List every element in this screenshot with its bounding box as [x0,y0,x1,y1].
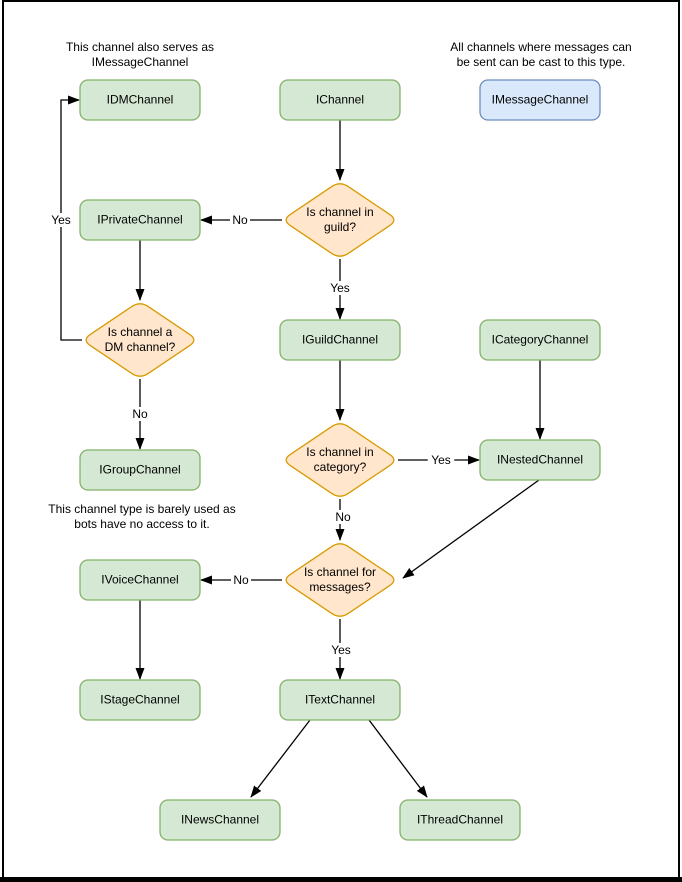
edge-decision-messages--ITextChannel: Yes [327,619,355,680]
node-INestedChannel: INestedChannel [479,439,601,481]
edge-line [368,719,428,798]
node-IThreadChannel: IThreadChannel [399,799,521,841]
node-shape [79,559,201,601]
edge-label: Yes [330,281,350,295]
node-label: IVoiceChannel [101,573,178,587]
edge-line [402,479,540,579]
node-shape [285,423,395,497]
node-label: IGroupChannel [99,463,180,477]
node-ITextChannel: ITextChannel [279,679,401,721]
edge-decision-category--INestedChannel: Yes [398,453,480,467]
node-IPrivateChannel: IPrivateChannel [79,199,201,241]
node-label: IChannel [316,93,364,107]
node-IStageChannel: IStageChannel [79,679,201,721]
node-shape [279,679,401,721]
node-shape [279,79,401,121]
node-shape [479,79,601,121]
edge-label: Yes [331,643,351,657]
edge-label: Yes [51,213,71,227]
node-shape [399,799,521,841]
edge-label: No [132,407,148,421]
edge-line [250,719,311,798]
edge-decision-dm--IGroupChannel: No [130,379,150,450]
node-label: ITextChannel [305,693,375,707]
node-IVoiceChannel: IVoiceChannel [79,559,201,601]
node-label: IPrivateChannel [97,213,182,227]
node-label: ICategoryChannel [492,333,589,347]
edge-label-bg [231,573,251,587]
edge-label: No [232,213,248,227]
edge-label-bg [333,510,353,524]
node-shape [279,319,401,361]
edge-label: Yes [431,453,451,467]
edge-label-bg [230,213,250,227]
edge-label-bg [47,213,75,227]
node-shape [479,319,601,361]
node-INewsChannel: INewsChannel [159,799,281,841]
node-IDMChannel: IDMChannel [79,79,201,121]
node-IChannel: IChannel [279,79,401,121]
edge-label-bg [327,643,355,657]
edge-label: No [335,510,351,524]
edge-label: No [233,573,249,587]
node-shape [79,449,201,491]
edge-label-bg [427,453,455,467]
node-shape [285,183,395,257]
edge-label-bg [326,281,354,295]
edge-decision-messages--IVoiceChannel: No [200,573,282,587]
node-label: IGuildChannel [302,333,378,347]
node-shape [79,79,201,121]
edge-decision-dm--IDMChannel: Yes [47,95,82,341]
node-shape [85,303,195,377]
node-IGroupChannel: IGroupChannel [79,449,201,491]
edge-decision-guild--IPrivateChannel: No [200,213,282,227]
node-label: IThreadChannel [417,813,503,827]
edge-INestedChannel--decision-messages [402,479,540,579]
node-IGuildChannel: IGuildChannel [279,319,401,361]
node-ICategoryChannel: ICategoryChannel [479,319,601,361]
node-shape [79,679,201,721]
node-IMessageChannel: IMessageChannel [479,79,601,121]
node-label: INewsChannel [181,813,259,827]
edge-label-bg [130,407,150,421]
node-label: IMessageChannel [492,93,589,107]
node-shape [159,799,281,841]
edge-decision-category--decision-messages: No [333,499,353,541]
node-shape [79,199,201,241]
node-label: IDMChannel [107,93,174,107]
node-label: INestedChannel [497,453,583,467]
node-shape [285,543,395,617]
edge-ITextChannel--INewsChannel [250,719,311,798]
bottom-black-bar [0,877,682,882]
edge-ITextChannel--IThreadChannel [368,719,428,798]
node-label: IStageChannel [100,693,179,707]
node-shape [479,439,601,481]
edge-decision-guild--IGuildChannel: Yes [326,259,354,320]
